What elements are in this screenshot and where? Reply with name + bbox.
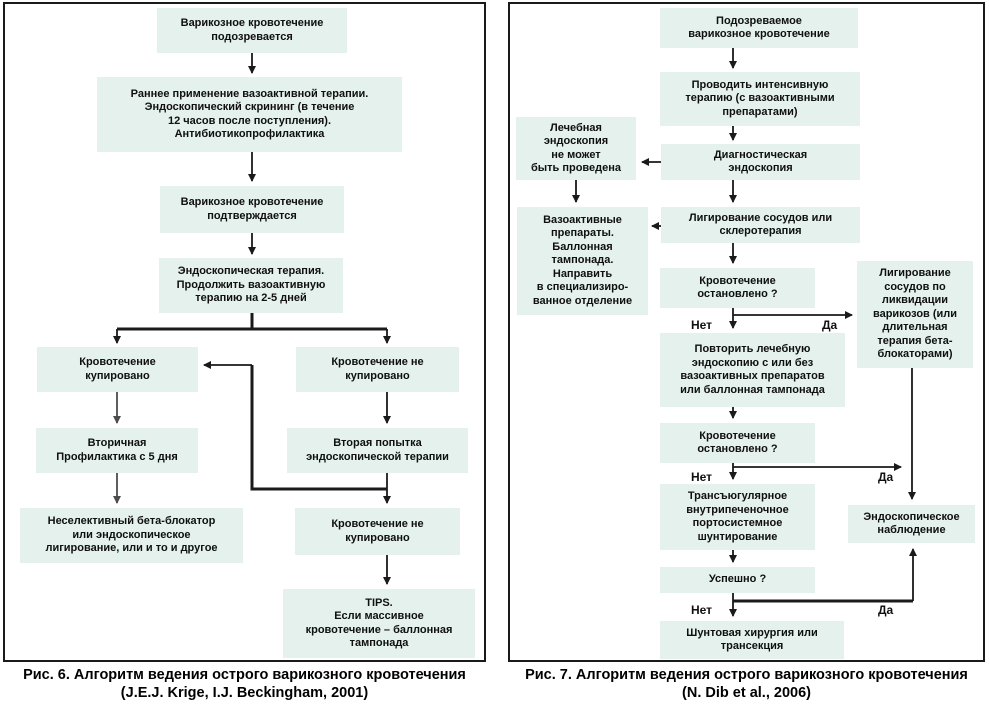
- figure7-caption-title: Рис. 7. Алгоритм ведения острого варикоз…: [525, 667, 968, 683]
- node-second-endoscopic-attempt: Вторая попытка эндоскопической терапии: [287, 428, 468, 473]
- node-ligation-eradication: Лигирование сосудов по ликвидации варико…: [857, 261, 973, 368]
- node-confirmed-bleeding: Варикозное кровотечение подтверждается: [160, 186, 344, 233]
- node-vasoactive-tamponade-refer: Вазоактивные препараты. Баллонная тампон…: [517, 207, 648, 315]
- node-secondary-prophylaxis: Вторичная Профилактика с 5 дня: [36, 428, 198, 473]
- node-successful: Успешно ?: [660, 567, 815, 593]
- node-suspected-bleeding: Варикозное кровотечение подозревается: [157, 8, 347, 53]
- node-bleeding-stopped-2: Кровотечение остановлено ?: [660, 423, 815, 463]
- figure7-caption-source: (N. Dib et al., 2006): [682, 685, 811, 701]
- node-intensive-therapy: Проводить интенсивную терапию (с вазоакт…: [660, 72, 860, 126]
- node-early-vasoactive-therapy: Раннее применение вазоактивной терапии. …: [97, 77, 402, 152]
- figure6-caption-source: (J.E.J. Krige, I.J. Beckingham, 2001): [120, 685, 369, 701]
- figure7-caption: Рис. 7. Алгоритм ведения острого варикоз…: [508, 666, 985, 702]
- node-repeat-endoscopy: Повторить лечебную эндоскопию с или без …: [660, 333, 845, 407]
- node-beta-blocker-ligation: Неселективный бета-блокатор или эндоскоп…: [20, 508, 243, 563]
- node-endoscopic-therapy: Эндоскопическая терапия. Продолжить вазо…: [159, 258, 343, 313]
- node-tipss-shunt: Трансъюгулярное внутрипеченочное портоси…: [660, 484, 815, 550]
- node-endoscopy-impossible: Лечебная эндоскопия не может быть провед…: [516, 117, 636, 180]
- label-no-1: Нет: [691, 318, 713, 332]
- label-no-3: Нет: [691, 603, 713, 617]
- label-no-2: Нет: [691, 470, 713, 484]
- label-yes-2: Да: [878, 470, 894, 484]
- node-bleeding-not-controlled-2: Кровотечение не купировано: [295, 508, 460, 555]
- node-diagnostic-endoscopy: Диагностическая эндоскопия: [661, 144, 860, 180]
- figure6-caption: Рис. 6. Алгоритм ведения острого варикоз…: [3, 666, 486, 702]
- node-bleeding-stopped-1: Кровотечение остановлено ?: [660, 268, 815, 308]
- node-endoscopic-observation: Эндоскопическое наблюдение: [848, 505, 975, 543]
- node-ligation-or-sclerotherapy: Лигирование сосудов или склеротерапия: [661, 207, 860, 243]
- label-yes-3: Да: [878, 603, 894, 617]
- node-tips-tamponade: TIPS. Если массивное кровотечение – балл…: [283, 589, 475, 658]
- node-suspected-bleeding-2: Подозреваемое варикозное кровотечение: [660, 8, 858, 48]
- label-yes-1: Да: [822, 318, 838, 332]
- figure6-caption-title: Рис. 6. Алгоритм ведения острого варикоз…: [23, 667, 466, 683]
- node-bleeding-not-controlled: Кровотечение не купировано: [296, 347, 459, 392]
- node-bleeding-controlled: Кровотечение купировано: [37, 347, 198, 392]
- node-shunt-surgery: Шунтовая хирургия или трансекция: [660, 621, 844, 659]
